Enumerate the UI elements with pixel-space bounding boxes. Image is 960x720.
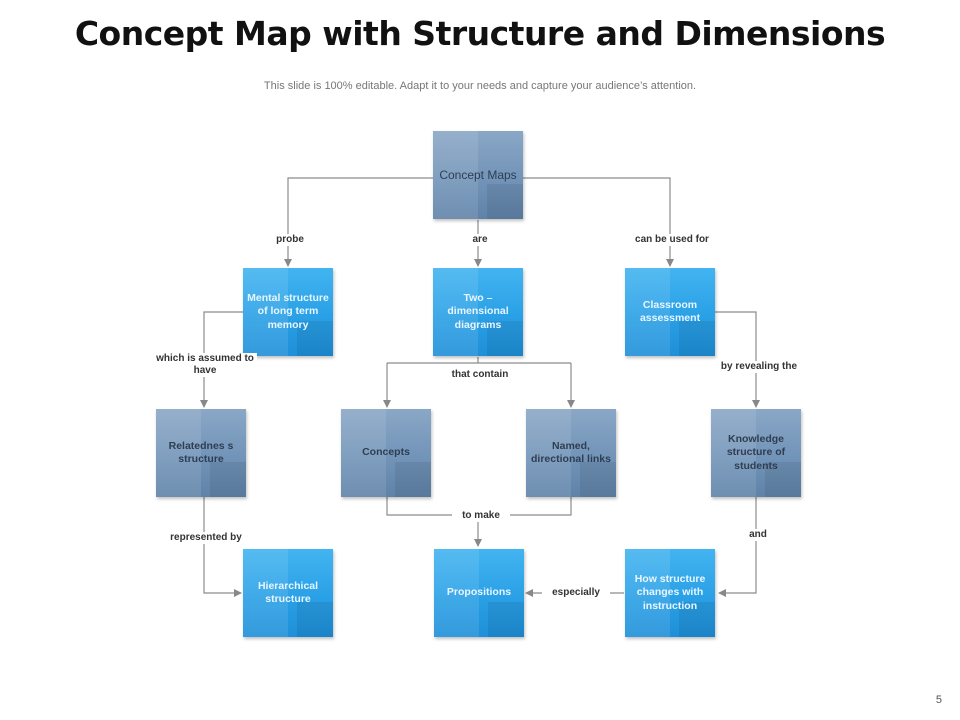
line-classroom-knowledge bbox=[715, 311, 760, 408]
node-how-structure: How structure changes with instruction bbox=[625, 549, 715, 637]
node-mental-structure: Mental structure of long term memory bbox=[243, 268, 333, 356]
node-hierarchical: Hierarchical structure bbox=[243, 549, 333, 637]
node-knowledge-structure: Knowledge structure of students bbox=[711, 409, 801, 497]
label-probe: probe bbox=[262, 234, 318, 246]
line-root-right bbox=[523, 177, 674, 267]
label-can-be-used-for: can be used for bbox=[622, 234, 722, 246]
label-are: are bbox=[462, 234, 498, 246]
node-concept-maps: Concept Maps bbox=[433, 131, 523, 219]
label-especially: especially bbox=[542, 587, 610, 599]
node-classroom-assessment: Classroom assessment bbox=[625, 268, 715, 356]
page-number: 5 bbox=[935, 694, 942, 706]
line-root-left bbox=[284, 177, 433, 267]
slide-subtitle: This slide is 100% editable. Adapt it to… bbox=[263, 80, 697, 92]
node-two-dimensional: Two – dimensional diagrams bbox=[433, 268, 523, 356]
label-which-is-assumed: which is assumed to have bbox=[153, 353, 257, 377]
label-represented-by: represented by bbox=[158, 532, 254, 544]
node-concepts: Concepts bbox=[341, 409, 431, 497]
slide-title: Concept Map with Structure and Dimension… bbox=[74, 14, 886, 53]
node-relatedness: Relatednes s structure bbox=[156, 409, 246, 497]
label-and: and bbox=[740, 529, 776, 541]
line-relatedness-hierarchical bbox=[203, 497, 242, 597]
line-knowledge-howstructure bbox=[718, 497, 757, 597]
label-by-revealing: by revealing the bbox=[708, 361, 810, 373]
label-to-make: to make bbox=[452, 510, 510, 522]
node-propositions: Propositions bbox=[434, 549, 524, 637]
node-named-links: Named, directional links bbox=[526, 409, 616, 497]
line-twodim-split bbox=[387, 357, 571, 364]
label-that-contain: that contain bbox=[440, 369, 520, 381]
